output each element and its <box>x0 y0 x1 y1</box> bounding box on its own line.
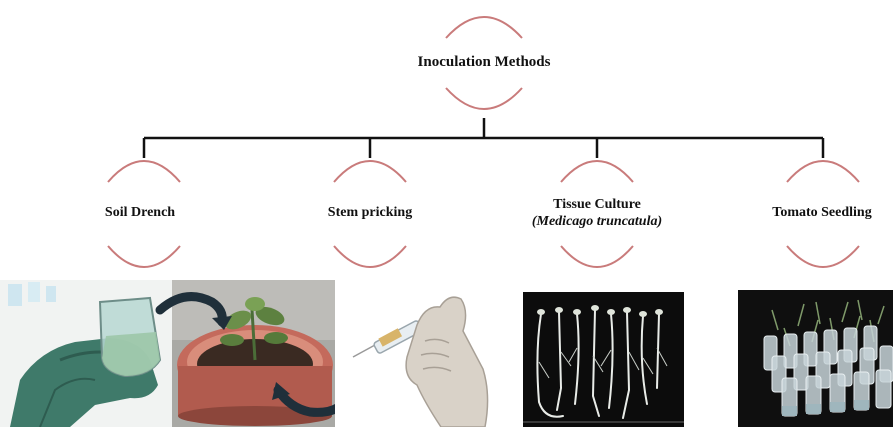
tomato-seedling-bottom-arc <box>787 246 859 267</box>
tree-connectors <box>144 118 823 158</box>
tomato-seedling-top-arc <box>787 161 859 182</box>
method-label-tissue-culture: Tissue Culture <box>553 196 641 213</box>
stem-pricking-photo <box>345 285 495 427</box>
root-node-bottom-arc <box>446 88 522 109</box>
method-label-stem-pricking: Stem pricking <box>328 204 412 221</box>
stem-pricking-bottom-arc <box>334 246 406 267</box>
soil-drench-photo <box>0 280 335 427</box>
tissue-culture-bottom-arc <box>561 246 633 267</box>
root-node-top-arc <box>446 17 522 38</box>
method-label-tomato-seedling: Tomato Seedling <box>772 204 871 221</box>
tissue-culture-top-arc <box>561 161 633 182</box>
stem-pricking-top-arc <box>334 161 406 182</box>
soil-drench-bottom-arc <box>108 246 180 267</box>
tomato-seedling-photo <box>738 290 893 427</box>
method-label-soil-drench: Soil Drench <box>105 204 175 221</box>
diagram-title: Inoculation Methods <box>418 54 551 71</box>
tissue-culture-photo <box>523 292 684 427</box>
soil-drench-top-arc <box>108 161 180 182</box>
method-label-tissue-culture-species: (Medicago truncatula) <box>532 213 662 230</box>
